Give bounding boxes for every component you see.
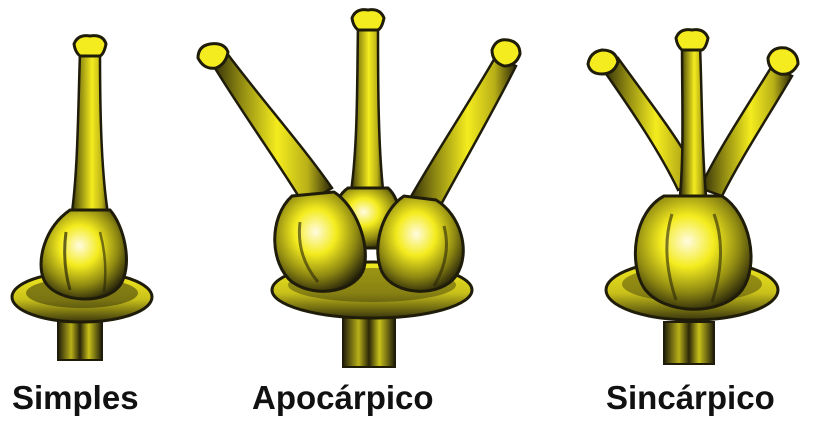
stalk <box>58 318 102 360</box>
style-center <box>350 24 384 198</box>
style <box>70 52 110 225</box>
stigma-center <box>676 30 708 50</box>
stalk <box>664 322 714 364</box>
caption-apocarpico: Apocárpico <box>252 378 434 418</box>
stalk <box>343 312 395 367</box>
caption-sincarpico: Sincárpico <box>606 378 775 418</box>
figure-apocarpico <box>198 10 520 367</box>
style-right <box>700 66 792 196</box>
fused-ovary <box>635 196 751 309</box>
caption-simples: Simples <box>12 378 139 418</box>
figure-sincarpico <box>588 30 798 364</box>
ovary <box>41 210 126 299</box>
stigma-left <box>198 44 228 69</box>
stigma-right <box>492 40 520 66</box>
stigma-right <box>768 48 798 75</box>
style-center <box>680 44 706 196</box>
style-right <box>408 56 516 214</box>
stigma-left <box>588 50 618 74</box>
stigma <box>74 36 106 56</box>
figure-simples <box>12 36 152 360</box>
stigma-center <box>352 10 384 30</box>
ovary-right <box>378 196 463 291</box>
style-left <box>210 52 332 205</box>
